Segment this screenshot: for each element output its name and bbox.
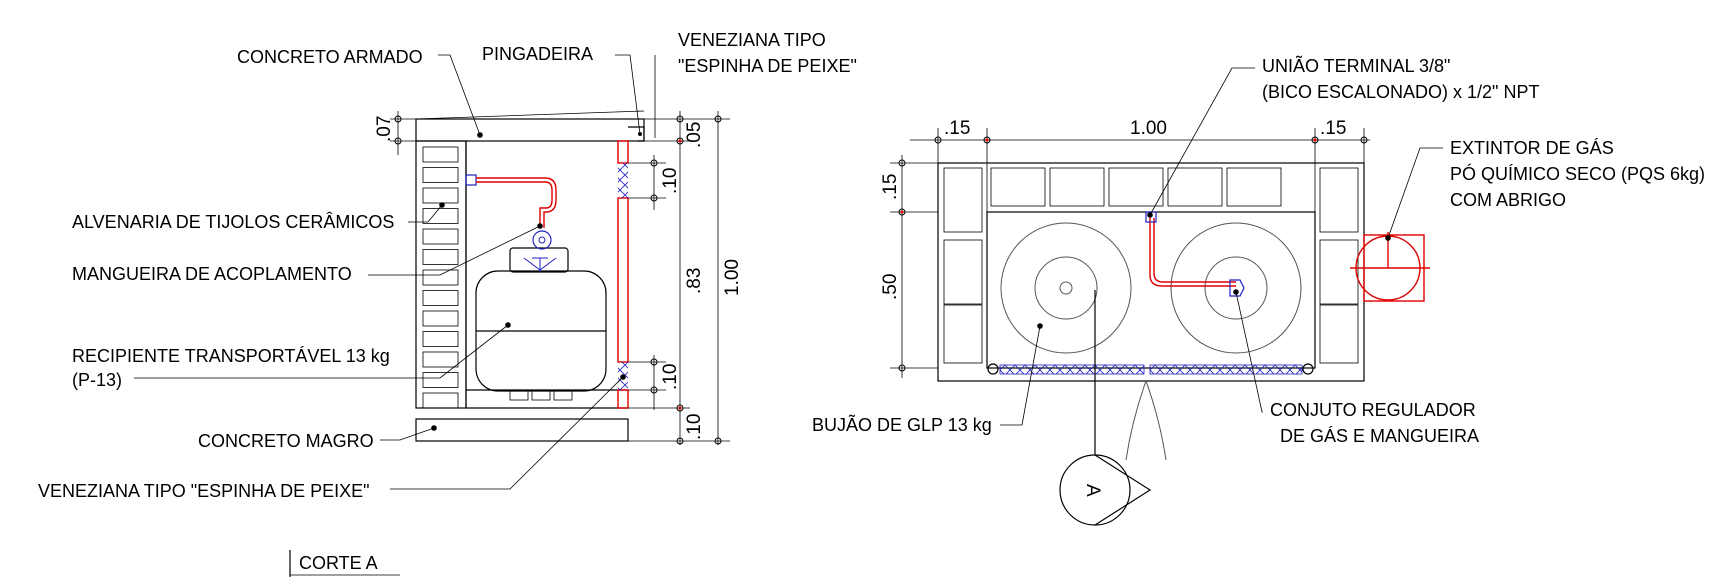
dim-right [628,111,730,445]
plan-dim-width: 1.00 [1130,118,1167,139]
brick [1167,167,1223,207]
label-extintor-2: PÓ QUÍMICO SECO (PQS 6kg) [1450,163,1705,184]
brick [422,269,459,286]
brick [422,228,459,245]
brick [422,310,459,327]
drip-edge [628,126,645,142]
brick [422,146,459,163]
brick [1319,239,1359,305]
plan-leaders [1000,67,1443,426]
brick [1108,167,1164,207]
brick [1319,304,1359,364]
brick [990,167,1046,207]
label-uniao-1: UNIÃO TERMINAL 3/8" [1262,55,1450,76]
plan-dim-vert-top: .15 [880,174,901,200]
brick [1319,167,1359,233]
label-regulador-2: DE GÁS E MANGUEIRA [1280,426,1479,446]
plan-view [890,67,1443,526]
louvre-panel [617,197,629,363]
louvre-grille-upper [618,163,628,198]
plan-outline [937,162,1365,382]
section-marker-letter: A [1082,484,1103,497]
brick-courses [422,146,459,409]
plan-louvre-right [1149,364,1303,375]
label-veneziana-top-1: VENEZIANA TIPO [678,30,826,50]
brick [422,331,459,347]
label-extintor-3: COM ABRIGO [1450,190,1566,210]
label-bujao: BUJÃO DE GLP 13 kg [812,414,992,435]
gas-cylinder-right [1170,222,1302,354]
dim-slab [390,111,416,155]
section-view [134,54,730,577]
upper-louvre [617,140,629,164]
label-pingadeira: PINGADEIRA [482,44,593,64]
label-veneziana-top-2: "ESPINHA DE PEIXE" [678,56,857,76]
section-marker [1059,290,1152,526]
gas-cylinder [475,247,607,401]
dim-top-label: .05 [684,122,705,148]
label-veneziana-bottom: VENEZIANA TIPO "ESPINHA DE PEIXE" [38,481,370,501]
extinguisher-cabinet [1350,232,1430,302]
plan-brick-courses [943,167,1359,364]
brick [422,351,459,368]
brick [1049,167,1105,207]
brick [943,239,983,305]
plan-dim-vert-mid: .50 [880,274,901,300]
reinforced-concrete-slab [415,118,645,142]
gas-cylinder-left [1000,222,1132,354]
label-alvenaria: ALVENARIA DE TIJOLOS CERÂMICOS [72,212,394,232]
plan-louvre-left [999,364,1145,375]
label-recipiente-2: (P-13) [72,370,122,390]
dim-base-label: .10 [684,414,705,440]
brick [422,187,459,204]
brick [422,249,459,265]
brick [1226,167,1282,207]
brick [943,167,983,233]
dim-upper-vent-label: .10 [660,168,681,194]
brick [422,392,459,409]
brick [422,208,459,224]
section-leaders [134,54,656,490]
label-concreto-armado: CONCRETO ARMADO [237,47,423,67]
label-uniao-2: (BICO ESCALONADO) x 1/2" NPT [1262,82,1539,102]
brick [422,167,459,183]
dim-slab-label: .07 [374,116,395,142]
lean-concrete-base [415,418,629,442]
lower-louvre [617,389,629,409]
section-title: CORTE A [299,553,378,573]
brick [943,304,983,364]
label-mangueira: MANGUEIRA DE ACOPLAMENTO [72,264,352,284]
label-extintor-1: EXTINTOR DE GÁS [1450,138,1614,158]
coupling-hose [465,174,557,250]
plan-dims [890,128,1370,378]
plan-dim-right: .15 [1320,118,1346,139]
label-concreto-magro: CONCRETO MAGRO [198,431,374,451]
label-regulador-1: CONJUTO REGULADOR [1270,400,1476,420]
dim-middle-label: .83 [684,268,705,294]
plan-dim-left: .15 [944,118,970,139]
brick [422,290,459,306]
brick [422,372,459,388]
label-recipiente-1: RECIPIENTE TRANSPORTÁVEL 13 kg [72,346,390,366]
dim-total-label: 1.00 [722,259,743,296]
dim-lower-vent-label: .10 [660,364,681,390]
